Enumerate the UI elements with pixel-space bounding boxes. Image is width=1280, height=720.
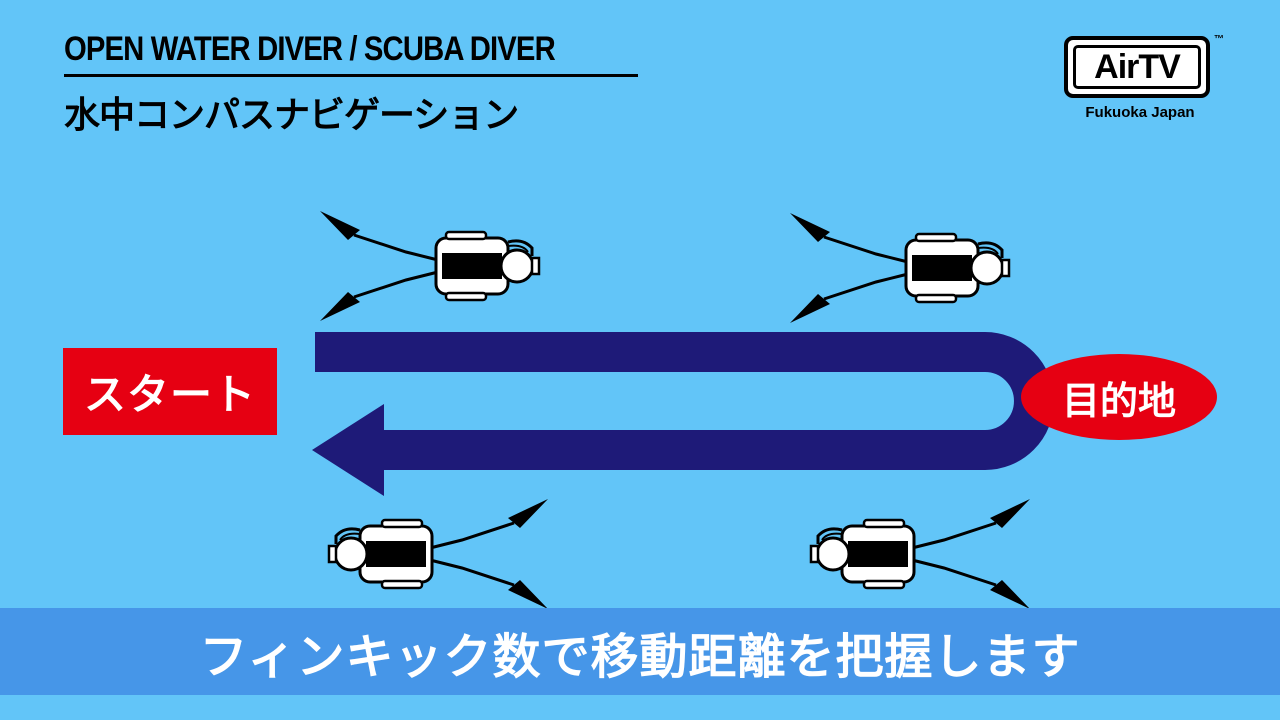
diver-icon xyxy=(320,211,541,321)
title-japanese: 水中コンパスナビゲーション xyxy=(64,95,519,136)
title-english: OPEN WATER DIVER / SCUBA DIVER xyxy=(64,30,556,68)
logo-trademark: ™ xyxy=(1214,34,1224,45)
diver-icon xyxy=(809,499,1030,609)
goal-label: 目的地 xyxy=(1021,354,1217,440)
route-arrowhead xyxy=(312,404,384,496)
logo-brand-text: AirTV xyxy=(1073,45,1201,89)
caption-text: フィンキック数で移動距離を把握します xyxy=(199,628,1081,685)
diver-figure xyxy=(790,213,1011,323)
logo-frame: AirTV xyxy=(1064,36,1210,98)
diver-icon xyxy=(790,213,1011,323)
airtv-logo: AirTV ™ Fukuoka Japan xyxy=(1064,34,1229,126)
start-label: スタート xyxy=(63,348,277,435)
logo-subtitle: Fukuoka Japan xyxy=(1085,104,1195,121)
diver-figure xyxy=(320,211,541,321)
title-underline xyxy=(64,74,638,77)
diver-figure xyxy=(809,499,1030,609)
diver-icon xyxy=(327,499,548,609)
route-path xyxy=(315,332,1054,470)
caption-bar: フィンキック数で移動距離を把握します xyxy=(0,608,1280,695)
diver-figure xyxy=(327,499,548,609)
